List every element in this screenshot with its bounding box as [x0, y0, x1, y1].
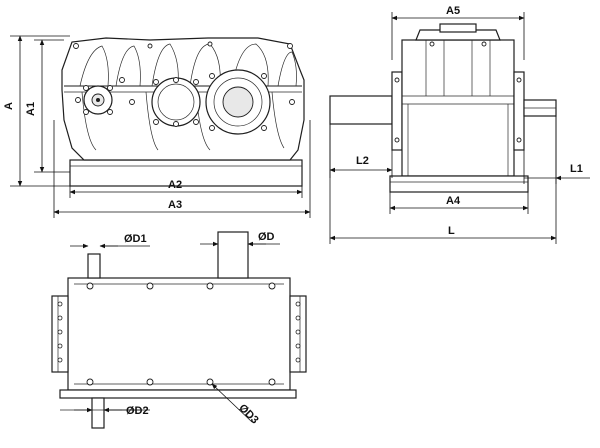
label-L: L [448, 225, 455, 237]
front-view [61, 37, 305, 187]
side-base-plate [389, 175, 529, 193]
label-L2: L2 [356, 155, 369, 167]
label-A5: A5 [446, 5, 460, 17]
dim-A5: A5 [391, 5, 525, 60]
dim-A1: A1 [25, 39, 70, 173]
label-D1: ØD1 [124, 233, 147, 245]
label-A1: A1 [25, 102, 37, 116]
label-D: ØD [258, 231, 275, 243]
dim-A4: A4 [389, 192, 529, 214]
dim-A: A [3, 35, 70, 187]
label-D2: ØD2 [126, 405, 149, 417]
label-D3: ØD3 [236, 402, 260, 426]
side-housing [401, 39, 515, 177]
dim-D: ØD [200, 231, 280, 247]
side-input-shaft [329, 95, 393, 125]
dim-L1: L1 [523, 116, 590, 184]
dim-L: L [329, 116, 557, 244]
top-view [51, 231, 307, 429]
front-base-plate [69, 159, 303, 187]
side-view [329, 23, 557, 193]
top-base-lip [59, 389, 297, 399]
intermediate-shaft-boss [151, 77, 201, 127]
label-A: A [3, 102, 15, 110]
dim-D1: ØD1 [70, 233, 150, 249]
label-L1: L1 [570, 163, 583, 175]
dim-D2: ØD2 [74, 405, 150, 417]
top-bottom-shaft [91, 397, 105, 429]
top-input-shaft [87, 253, 101, 279]
top-housing [67, 277, 291, 391]
top-output-shaft [217, 231, 249, 279]
label-A3: A3 [168, 199, 182, 211]
dim-A3: A3 [53, 120, 311, 218]
dim-A2: A2 [69, 179, 303, 198]
label-A4: A4 [446, 195, 461, 207]
label-A2: A2 [168, 179, 182, 191]
dim-L2: L2 [329, 124, 393, 178]
